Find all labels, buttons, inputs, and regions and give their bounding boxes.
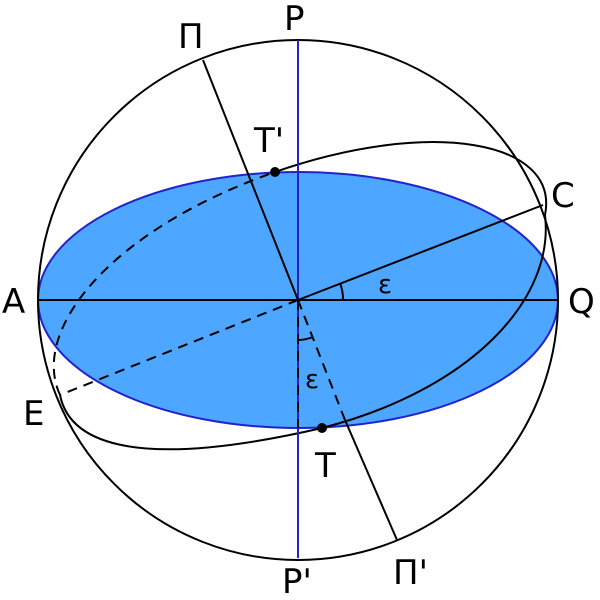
ecliptic-axis-upper bbox=[202, 59, 299, 301]
label-p: P bbox=[284, 0, 305, 39]
label-pi-prime: Π' bbox=[393, 553, 428, 593]
label-t-prime: T' bbox=[253, 121, 284, 161]
point-t-prime bbox=[270, 167, 280, 177]
ecliptic-diameter-front bbox=[297, 204, 544, 301]
ecliptic-diameter-back bbox=[59, 299, 299, 396]
ecliptic-axis-dashed bbox=[297, 299, 346, 421]
ecliptic-front-lower bbox=[59, 394, 323, 451]
ecliptic-axis-lower bbox=[344, 419, 398, 541]
label-epsilon-axis: ε bbox=[305, 365, 319, 395]
label-epsilon-equator: ε bbox=[378, 270, 392, 300]
epsilon-arc-equator bbox=[339, 282, 345, 301]
label-c: C bbox=[551, 176, 575, 216]
label-t: T bbox=[314, 446, 336, 486]
label-p-prime: P' bbox=[282, 562, 312, 600]
epsilon-arc-axis bbox=[297, 336, 314, 341]
label-a: A bbox=[2, 282, 25, 322]
point-t bbox=[317, 423, 327, 433]
label-pi: Π bbox=[178, 17, 204, 57]
label-q: Q bbox=[568, 282, 595, 322]
ecliptic-front-right bbox=[321, 214, 547, 429]
ecliptic-back-half bbox=[52, 171, 276, 396]
label-e: E bbox=[23, 394, 44, 434]
ecliptic-front-upper bbox=[274, 141, 548, 216]
